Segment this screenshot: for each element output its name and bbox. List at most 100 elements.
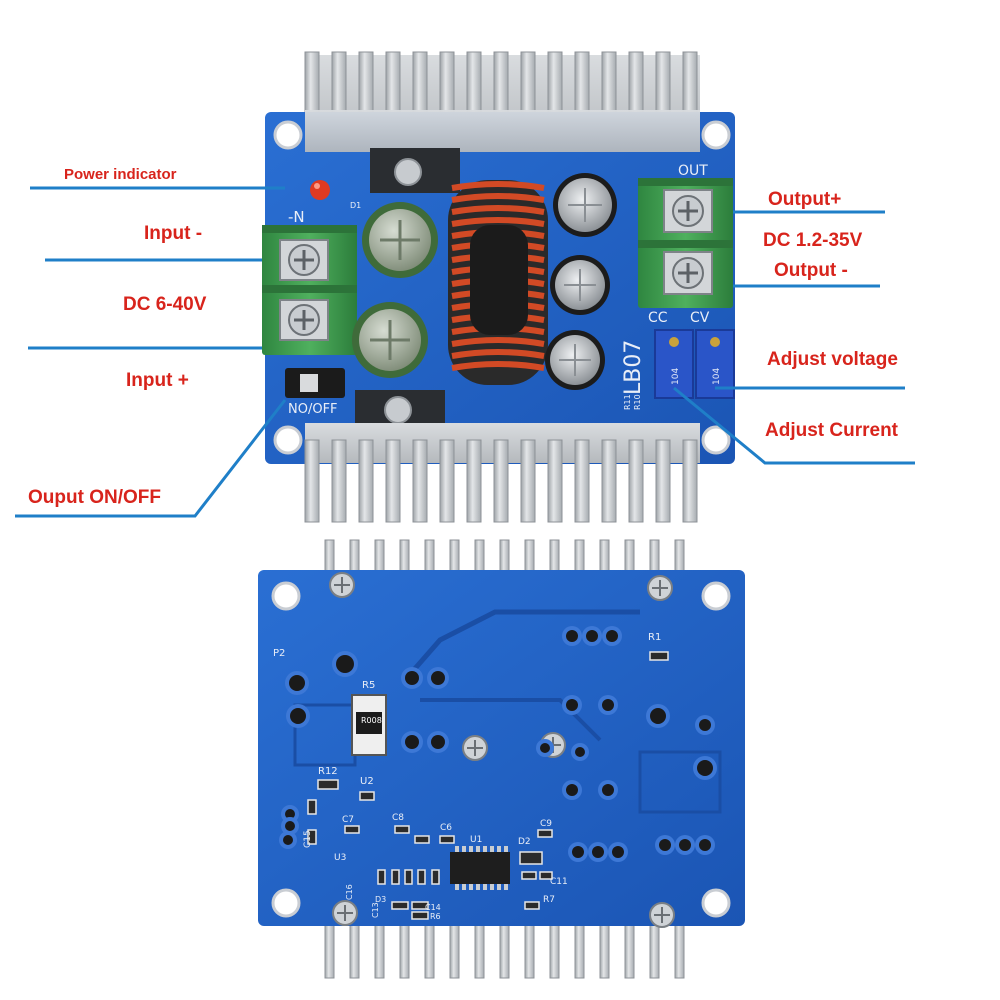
- screw: [462, 735, 488, 761]
- heatsink-fin: [324, 917, 335, 979]
- silk-out: OUT: [678, 163, 708, 179]
- heatsink-fin: [385, 439, 401, 523]
- silk-r7: R7: [543, 895, 555, 905]
- ic-pin: [476, 846, 480, 852]
- solder-pad-hole: [285, 821, 295, 831]
- smd-component: [537, 829, 553, 838]
- heatsink-fin: [399, 917, 410, 979]
- ic-pin: [469, 884, 473, 890]
- power-led: [310, 180, 330, 200]
- ic-pin: [483, 846, 487, 852]
- smd-component: [377, 869, 386, 885]
- solder-pad-hole: [699, 719, 711, 731]
- label-adjust-voltage: Adjust voltage: [767, 349, 898, 370]
- smd-component: [344, 825, 360, 834]
- smd-component: [431, 869, 440, 885]
- smd-component: [539, 871, 553, 880]
- smd-component: [391, 901, 409, 910]
- label-power-indicator: Power indicator: [64, 166, 177, 183]
- screw: [649, 902, 675, 928]
- heatsink-fin: [349, 917, 360, 979]
- solder-pad-hole: [289, 675, 305, 691]
- heatsink-fin: [599, 917, 610, 979]
- solder-pad-hole: [612, 846, 624, 858]
- ic-pin: [462, 846, 466, 852]
- output-terminal-block: [638, 178, 733, 308]
- heatsink-fin: [499, 917, 510, 979]
- heatsink-fin: [493, 439, 509, 523]
- silk-neg-n: -N: [288, 208, 305, 226]
- shunt-resistor: R008: [351, 694, 387, 756]
- ic-pin: [469, 846, 473, 852]
- input-capacitor-2: [352, 302, 428, 378]
- silk-r5: R5: [362, 680, 375, 691]
- solder-pad-hole: [431, 735, 445, 749]
- toroid-inductor: [448, 180, 548, 385]
- silk-u1: U1: [470, 835, 482, 845]
- svg-text:104: 104: [671, 368, 681, 385]
- bottom-board: R008 P2 R5 R12 U2 R1 C7 C8 C6 U1 D2 C9 C…: [258, 539, 745, 979]
- solder-pad-hole: [290, 708, 306, 724]
- current-trimpot: 104: [654, 329, 694, 399]
- heatsink-fin: [655, 439, 671, 523]
- silk-c15: C15: [303, 830, 313, 848]
- silk-p2: P2: [273, 648, 285, 659]
- smd-component: [439, 835, 455, 844]
- silk-switch: NO/OFF: [288, 402, 338, 417]
- ic-pin: [476, 884, 480, 890]
- smd-component: [414, 835, 430, 844]
- heatsink-fin: [524, 917, 535, 979]
- smd-component: [317, 779, 339, 790]
- silk-c9: C9: [540, 819, 552, 829]
- screw: [329, 572, 355, 598]
- label-adjust-current: Adjust Current: [765, 420, 898, 441]
- solder-pad-hole: [592, 846, 604, 858]
- ic-pin: [504, 884, 508, 890]
- smd-component: [307, 799, 317, 815]
- smd-component: [521, 871, 537, 880]
- bottom-pcb: [258, 570, 745, 926]
- leader-output-on-off: [15, 399, 287, 518]
- label-output-on-off: Ouput ON/OFF: [28, 487, 161, 508]
- heatsink-fin: [601, 439, 617, 523]
- smd-component: [307, 829, 317, 845]
- solder-pad-hole: [405, 671, 419, 685]
- input-capacitor-1: [362, 202, 438, 278]
- silk-u3: U3: [334, 853, 346, 863]
- silk-c13: C13: [371, 902, 380, 918]
- solder-pad-hole: [566, 699, 578, 711]
- heatsink-fin: [439, 439, 455, 523]
- silk-c14: C14: [425, 903, 441, 912]
- smd-component: [417, 869, 426, 885]
- solder-pad-hole: [602, 699, 614, 711]
- ic-pin: [455, 884, 459, 890]
- heatsink-fin: [520, 439, 536, 523]
- solder-pad-hole: [566, 630, 578, 642]
- smd-component: [524, 901, 540, 910]
- heatsink-fin: [424, 917, 435, 979]
- copper-winding: [451, 361, 545, 371]
- label-output-minus: Output -: [774, 260, 848, 281]
- solder-pad-hole: [575, 747, 585, 757]
- smd-component: [359, 791, 375, 801]
- solder-pad-hole: [540, 743, 550, 753]
- smd-component: [404, 869, 413, 885]
- solder-pad-hole: [431, 671, 445, 685]
- heatsink-fin: [466, 439, 482, 523]
- solder-pad-hole: [285, 809, 295, 819]
- heatsink-fin: [412, 439, 428, 523]
- screw: [647, 575, 673, 601]
- silk-cv: CV: [690, 310, 710, 326]
- copper-winding: [451, 205, 545, 215]
- leader-lines: [15, 186, 915, 518]
- smd-component: [411, 911, 429, 920]
- silk-model: LB07: [621, 340, 646, 395]
- silk-c7: C7: [342, 815, 354, 825]
- solder-pad-hole: [602, 784, 614, 796]
- silk-d3: D3: [375, 895, 386, 904]
- silk-u2: U2: [360, 776, 374, 787]
- copper-winding: [451, 193, 545, 203]
- smd-component: [519, 851, 543, 865]
- heatsink-fin: [574, 439, 590, 523]
